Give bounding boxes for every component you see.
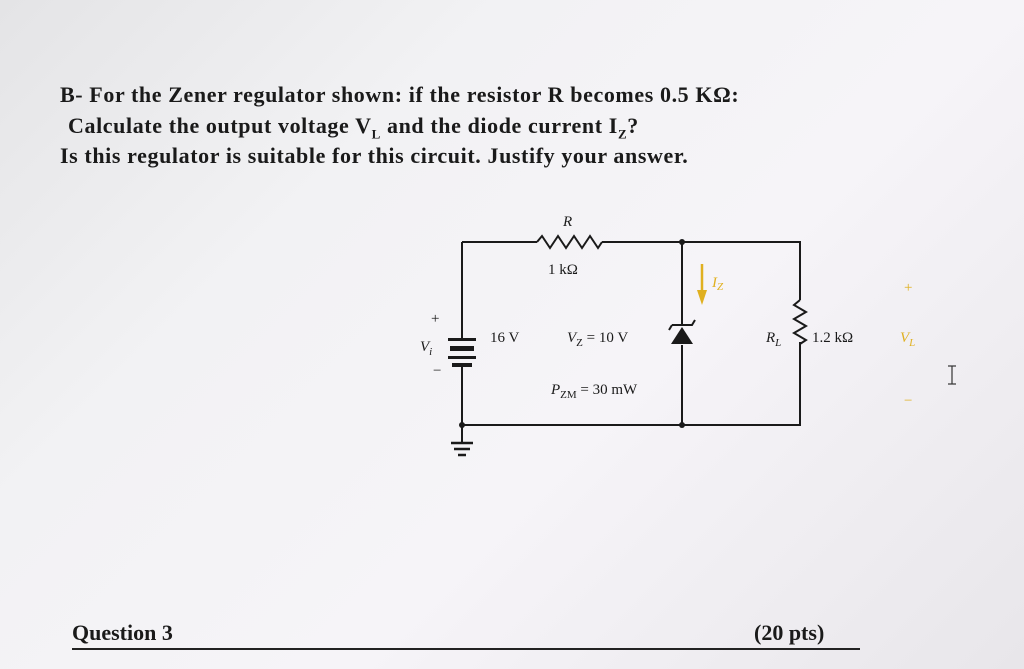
node-dot: [679, 239, 685, 245]
vl-label: VL: [900, 330, 915, 349]
text-cursor-icon: [948, 365, 956, 385]
question-points: (20 pts): [754, 620, 825, 645]
vz-label: VZ = 10 V: [567, 330, 628, 349]
source-minus: −: [433, 363, 441, 379]
battery-icon: [448, 338, 476, 367]
source-label: Vi: [420, 339, 432, 358]
vl-plus: +: [904, 280, 912, 296]
source-plus: +: [431, 311, 439, 327]
rl-value: 1.2 kΩ: [812, 330, 853, 346]
question-line-3: Is this regulator is suitable for this c…: [60, 143, 689, 168]
question-number: Question 3: [72, 620, 173, 645]
source-value: 16 V: [490, 330, 519, 346]
text: ?: [627, 113, 639, 138]
subscript: L: [371, 126, 381, 142]
question-line-1: B- For the Zener regulator shown: if the…: [60, 82, 740, 107]
text: Calculate the output voltage V: [68, 113, 372, 138]
resistor-r: [536, 234, 603, 250]
vl-minus: −: [904, 393, 912, 409]
node-dot: [679, 422, 685, 428]
footer-underline: [72, 648, 860, 650]
rl-label: RL: [765, 330, 781, 349]
current-arrow-icon: [697, 264, 707, 305]
r-value: 1 kΩ: [548, 262, 578, 278]
pzm-label: PZM = 30 mW: [550, 382, 638, 401]
resistor-rl: [792, 299, 808, 345]
r-label: R: [562, 214, 572, 230]
wire-top-left: [461, 241, 801, 426]
wire-top-right: [602, 241, 801, 300]
text: and the diode current I: [380, 113, 618, 138]
question-line-2: Calculate the output voltage VL and the …: [68, 113, 639, 142]
node-dot: [459, 422, 465, 428]
zener-diode-icon: [668, 319, 696, 344]
subscript: Z: [617, 126, 628, 142]
iz-label: IZ: [711, 275, 724, 293]
ground-icon: [451, 441, 473, 457]
